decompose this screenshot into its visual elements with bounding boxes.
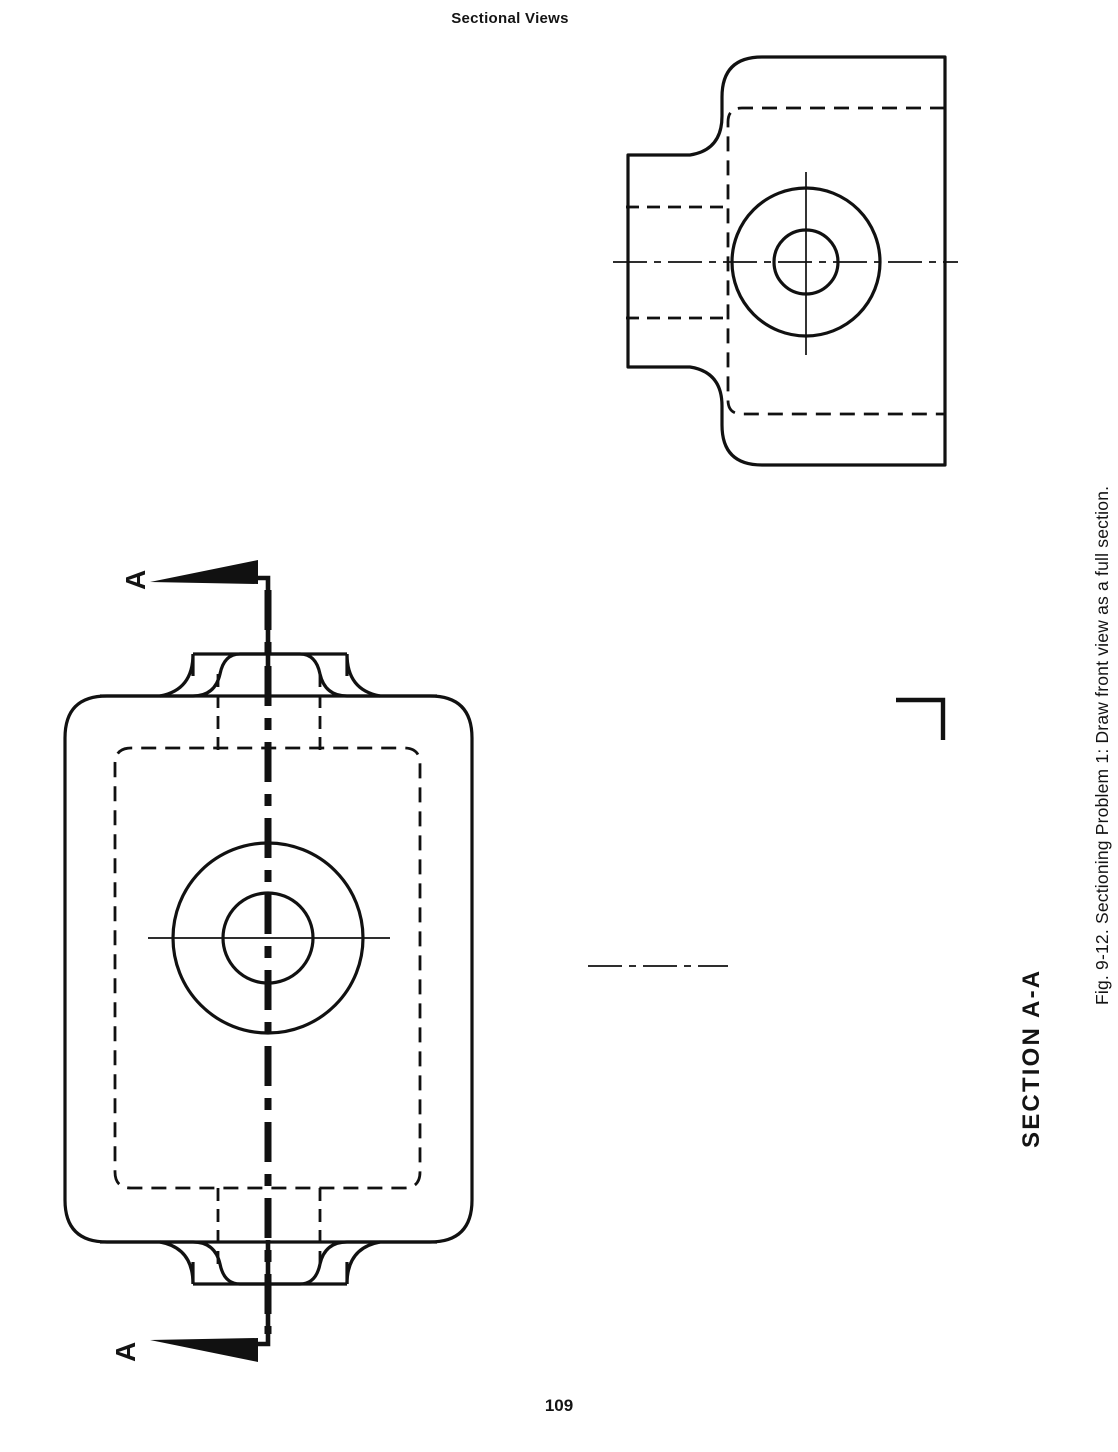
top-view-bottom-right-fillet bbox=[345, 1240, 381, 1285]
top-view-hidden-rect bbox=[113, 746, 422, 1190]
top-view-top-right-fillet bbox=[345, 653, 381, 698]
side-view-hidden-rect bbox=[726, 106, 945, 416]
running-head: Sectional Views bbox=[451, 10, 569, 27]
cutting-plane-letter-top: A bbox=[120, 569, 151, 590]
side-view-outline bbox=[626, 55, 947, 467]
blank-section-work-area bbox=[588, 697, 946, 967]
section-area-corner-mark bbox=[896, 697, 946, 740]
cutting-plane-letter-bottom: A bbox=[110, 1341, 141, 1362]
cutting-plane-top-arrowhead bbox=[150, 560, 258, 584]
cutting-plane-bottom-arrowhead bbox=[150, 1338, 258, 1362]
cutting-plane-bottom-leader bbox=[255, 1240, 271, 1347]
top-view-top-left-fillet bbox=[159, 653, 195, 698]
section-view-label: SECTION A-A bbox=[1018, 968, 1045, 1148]
top-view-bottom-left-fillet bbox=[159, 1240, 195, 1285]
cutting-plane-top-leader bbox=[255, 575, 271, 700]
page-number: 109 bbox=[544, 1396, 574, 1415]
cutting-plane-line-AA bbox=[150, 560, 272, 1362]
figure-caption: Fig. 9-12. Sectioning Problem 1: Draw fr… bbox=[1092, 485, 1112, 1005]
view-side-top-right bbox=[613, 55, 958, 467]
